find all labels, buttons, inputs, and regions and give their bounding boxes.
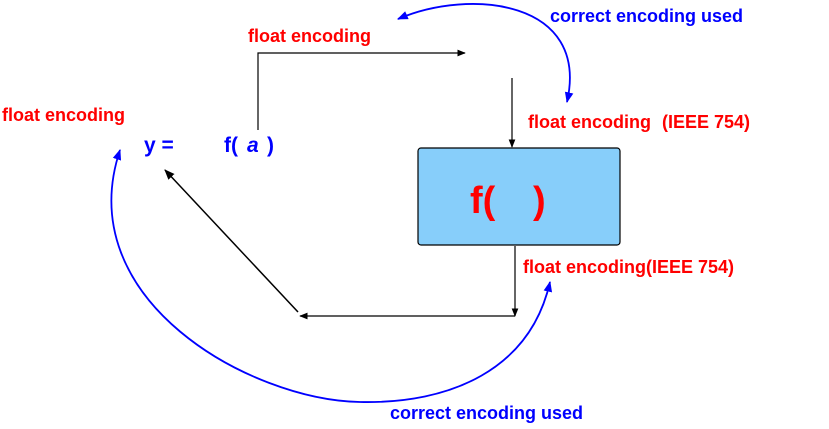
ieee-top-suffix: (IEEE 754) bbox=[662, 112, 750, 132]
bottom-correct-encoding-label: correct encoding used bbox=[390, 403, 583, 423]
left-float-encoding-label: float encoding bbox=[2, 105, 125, 125]
call-argument-a: a bbox=[247, 134, 259, 157]
function-box bbox=[417, 147, 621, 246]
call-f-label: f( bbox=[224, 134, 238, 157]
call-y-label: y = bbox=[144, 134, 174, 157]
call-close-paren: ) bbox=[267, 134, 274, 157]
box-function-open: f( bbox=[470, 180, 496, 222]
ieee-bottom-label: float encoding(IEEE 754) bbox=[523, 257, 734, 277]
bottom-correct-encoding-curve bbox=[110, 148, 553, 403]
return-diagonal-arrow bbox=[164, 169, 299, 313]
box-function-close: ) bbox=[533, 180, 546, 222]
input-path-line bbox=[257, 49, 466, 130]
top-correct-encoding-curve bbox=[397, 3, 574, 104]
ieee-top-label: float encoding (IEEE 754) bbox=[528, 112, 750, 132]
top-correct-encoding-label: correct encoding used bbox=[550, 6, 743, 26]
ieee-top-prefix: float encoding bbox=[528, 112, 651, 132]
top-float-encoding-label: float encoding bbox=[248, 26, 371, 46]
